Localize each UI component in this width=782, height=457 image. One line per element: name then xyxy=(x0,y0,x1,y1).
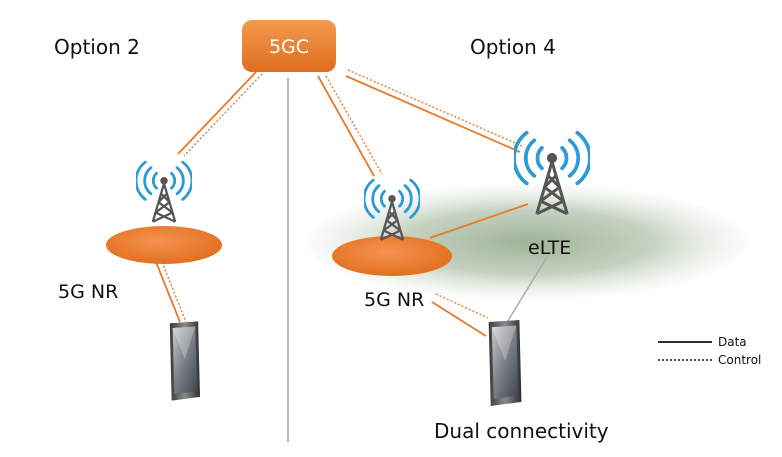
right-nr-to-phone-links xyxy=(431,293,489,337)
option-4-title: Option 4 xyxy=(470,35,556,59)
legend: Data Control xyxy=(658,335,761,367)
data-link xyxy=(345,75,521,153)
legend-data-label: Data xyxy=(718,335,747,349)
lte-to-phone-link xyxy=(505,251,551,325)
option-2-title: Option 2 xyxy=(54,35,140,59)
legend-control-label: Control xyxy=(718,353,761,367)
nr-label-left: 5G NR xyxy=(58,281,118,303)
lte-label: eLTE xyxy=(528,237,571,259)
right-core-to-lte-links xyxy=(345,69,523,153)
nr-label-right: 5G NR xyxy=(364,289,424,311)
core-label: 5GC xyxy=(269,36,309,58)
control-link xyxy=(183,73,263,157)
data-link xyxy=(177,71,257,155)
data-link xyxy=(317,75,375,177)
control-link xyxy=(435,293,489,319)
nr-to-lte-link xyxy=(429,203,529,239)
control-link xyxy=(347,69,523,147)
control-link xyxy=(161,261,187,323)
control-link xyxy=(325,75,383,175)
nr-cell-disc-right xyxy=(332,236,452,276)
right-core-to-nr-links xyxy=(317,75,383,177)
smartphone-icon xyxy=(488,320,522,406)
data-link xyxy=(431,301,487,337)
dual-connectivity-caption: Dual connectivity xyxy=(434,419,609,443)
nr-cell-disc-left xyxy=(106,226,222,264)
core-network-node: 5GC xyxy=(242,20,336,72)
cell-tower-icon xyxy=(136,160,192,224)
left-nr-to-phone-links xyxy=(155,261,187,323)
left-core-to-nr-links xyxy=(177,71,263,157)
data-link xyxy=(155,261,181,323)
smartphone-icon xyxy=(169,321,200,401)
